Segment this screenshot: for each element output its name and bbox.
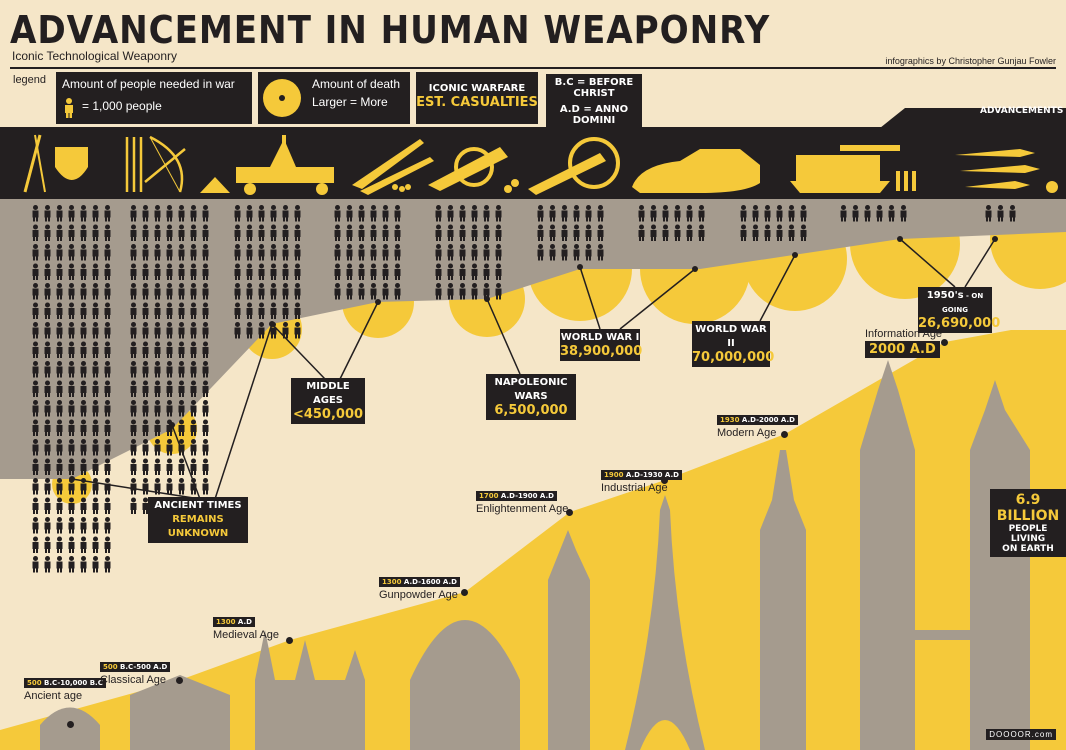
population-box: 6.9 BILLION PEOPLE LIVING ON EARTH [990, 489, 1066, 557]
grey-army-shape [0, 199, 1066, 479]
legend-people-title: Amount of people needed in war [62, 77, 235, 91]
catapult-icon [200, 135, 334, 195]
era-dot [461, 589, 468, 596]
medieval-cathedral [255, 630, 365, 750]
era-dot [566, 509, 573, 516]
era-enlightenment: 1700 A.D-1900 A.D Enlightenment Age [476, 491, 569, 515]
legend-death-title: Amount of death [312, 77, 401, 91]
death-circle-icon [263, 79, 301, 117]
connector-lines [71, 238, 996, 500]
petronas-left [860, 360, 915, 750]
musket-icon [352, 139, 434, 195]
legend-people-unit: = 1,000 people [82, 99, 162, 113]
legend-warfare-box: ICONIC WARFARE EST. CASUALTIES [416, 72, 538, 124]
legend-label: legend [13, 74, 47, 86]
missile-icon [955, 149, 1058, 193]
person-icon [65, 98, 73, 118]
header-rule [10, 67, 1056, 69]
big-ben [548, 530, 590, 750]
field-gun-icon [528, 137, 620, 195]
classical-temple [130, 675, 230, 750]
era-dot [67, 721, 74, 728]
sword-shield-icon [23, 134, 88, 193]
timeline-area [0, 330, 1066, 750]
page-title: ADVANCEMENT IN HUMAN WEAPONRY [10, 8, 771, 52]
modern-tank-icon [790, 145, 916, 193]
era-gunpowder: 1300 A.D-1600 A.D Gunpowder Age [379, 571, 460, 601]
cannon-icon [428, 147, 519, 193]
empire-state [760, 450, 806, 750]
bow-arrow-icon [125, 135, 186, 193]
era-dot [781, 431, 788, 438]
advancements-label: ADVANCEMENTS [980, 106, 1064, 116]
weapons-row [23, 134, 1058, 195]
watermark: DOOOOR.com [986, 729, 1056, 740]
page-subtitle: Iconic Technological Weaponry [12, 49, 177, 63]
information-age-date: 2000 A.D [865, 341, 940, 358]
legend-ad: A.D = ANNO DOMINI [546, 101, 642, 129]
gunpowder-dome [410, 620, 520, 750]
connector-dots [69, 236, 998, 482]
eiffel-tower [625, 495, 705, 750]
casualties-area [0, 199, 1066, 573]
era-dot [661, 477, 668, 484]
legend-people-box: Amount of people needed in war = 1,000 p… [56, 72, 252, 124]
era-ancient: 500 B.C-10,000 B.C Ancient age [24, 672, 106, 702]
callout-1950s: 1950's - ON GOING 26,690,000 [918, 287, 1000, 333]
era-industrial: 1900 A.D-1930 A.D Industrial Age [601, 464, 682, 494]
legend-death-sub: Larger = More [312, 95, 388, 109]
era-medieval: 1300 A.D Medieval Age [213, 617, 280, 641]
legend-warfare-1: ICONIC WARFARE [428, 83, 526, 94]
callout-middle-ages: MIDDLE AGES<450,000 [291, 378, 365, 424]
advancements-tab [880, 108, 1066, 130]
petronas-right [970, 380, 1030, 750]
credit: infographics by Christopher Gunjau Fowle… [885, 56, 1056, 66]
era-dot [176, 677, 183, 684]
legend-warfare-2: EST. CASUALTIES [416, 95, 538, 110]
legend-death-box: Amount of death Larger = More [258, 72, 410, 124]
landmark-silhouettes [40, 360, 1030, 750]
ancient-dome [40, 707, 100, 750]
era-classical: 500 B.C-500 A.D Classical Age [100, 656, 171, 686]
legend-bc: B.C = BEFORE CHRIST [546, 74, 642, 102]
era-dot [941, 339, 948, 346]
era-modern: 1930 A.D-2000 A.D Modern Age [717, 409, 798, 439]
era-dot [286, 637, 293, 644]
tank-icon [632, 149, 760, 193]
